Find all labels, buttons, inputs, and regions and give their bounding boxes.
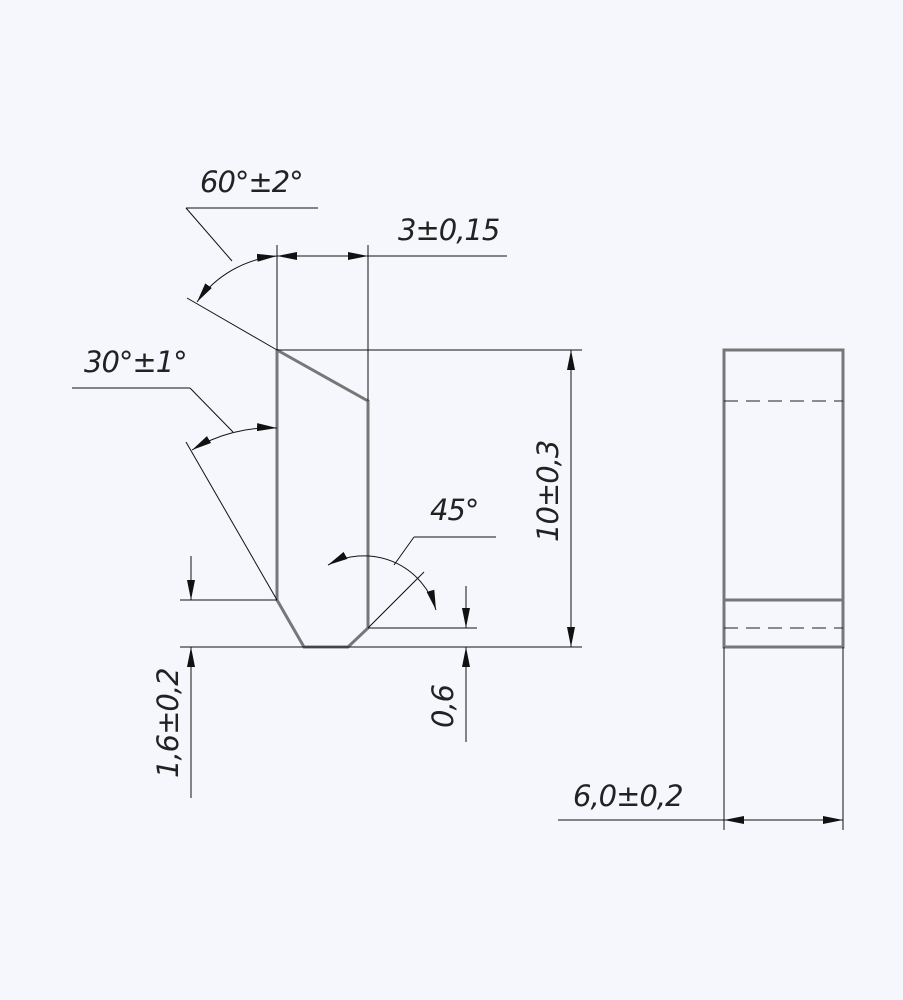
- extension-line-30: [185, 441, 278, 601]
- dim-text-height-chamfer: 0,6: [426, 684, 460, 728]
- dim-text-angle-top: 60°±2°: [200, 165, 303, 199]
- arc-60: [196, 253, 278, 303]
- part-outline-front: [275, 348, 370, 649]
- leader-45-a: [393, 536, 415, 566]
- arc-30: [191, 423, 278, 451]
- extension-line-60: [186, 297, 278, 351]
- dim-text-thickness: 6,0±0,2: [573, 779, 683, 813]
- arc-45: [327, 551, 437, 611]
- leader-30-a: [189, 387, 234, 433]
- dim-text-angle-side: 30°±1°: [84, 345, 187, 379]
- dim-text-angle-chamfer: 45°: [430, 493, 478, 527]
- dim-text-width-top: 3±0,15: [398, 213, 499, 247]
- dim-text-height-left: 1,6±0,2: [151, 668, 185, 778]
- dim-text-height-total: 10±0,3: [531, 441, 565, 542]
- extension-line-45: [367, 571, 425, 629]
- leader-60-a: [185, 207, 233, 262]
- part-outline-side: [722, 348, 845, 649]
